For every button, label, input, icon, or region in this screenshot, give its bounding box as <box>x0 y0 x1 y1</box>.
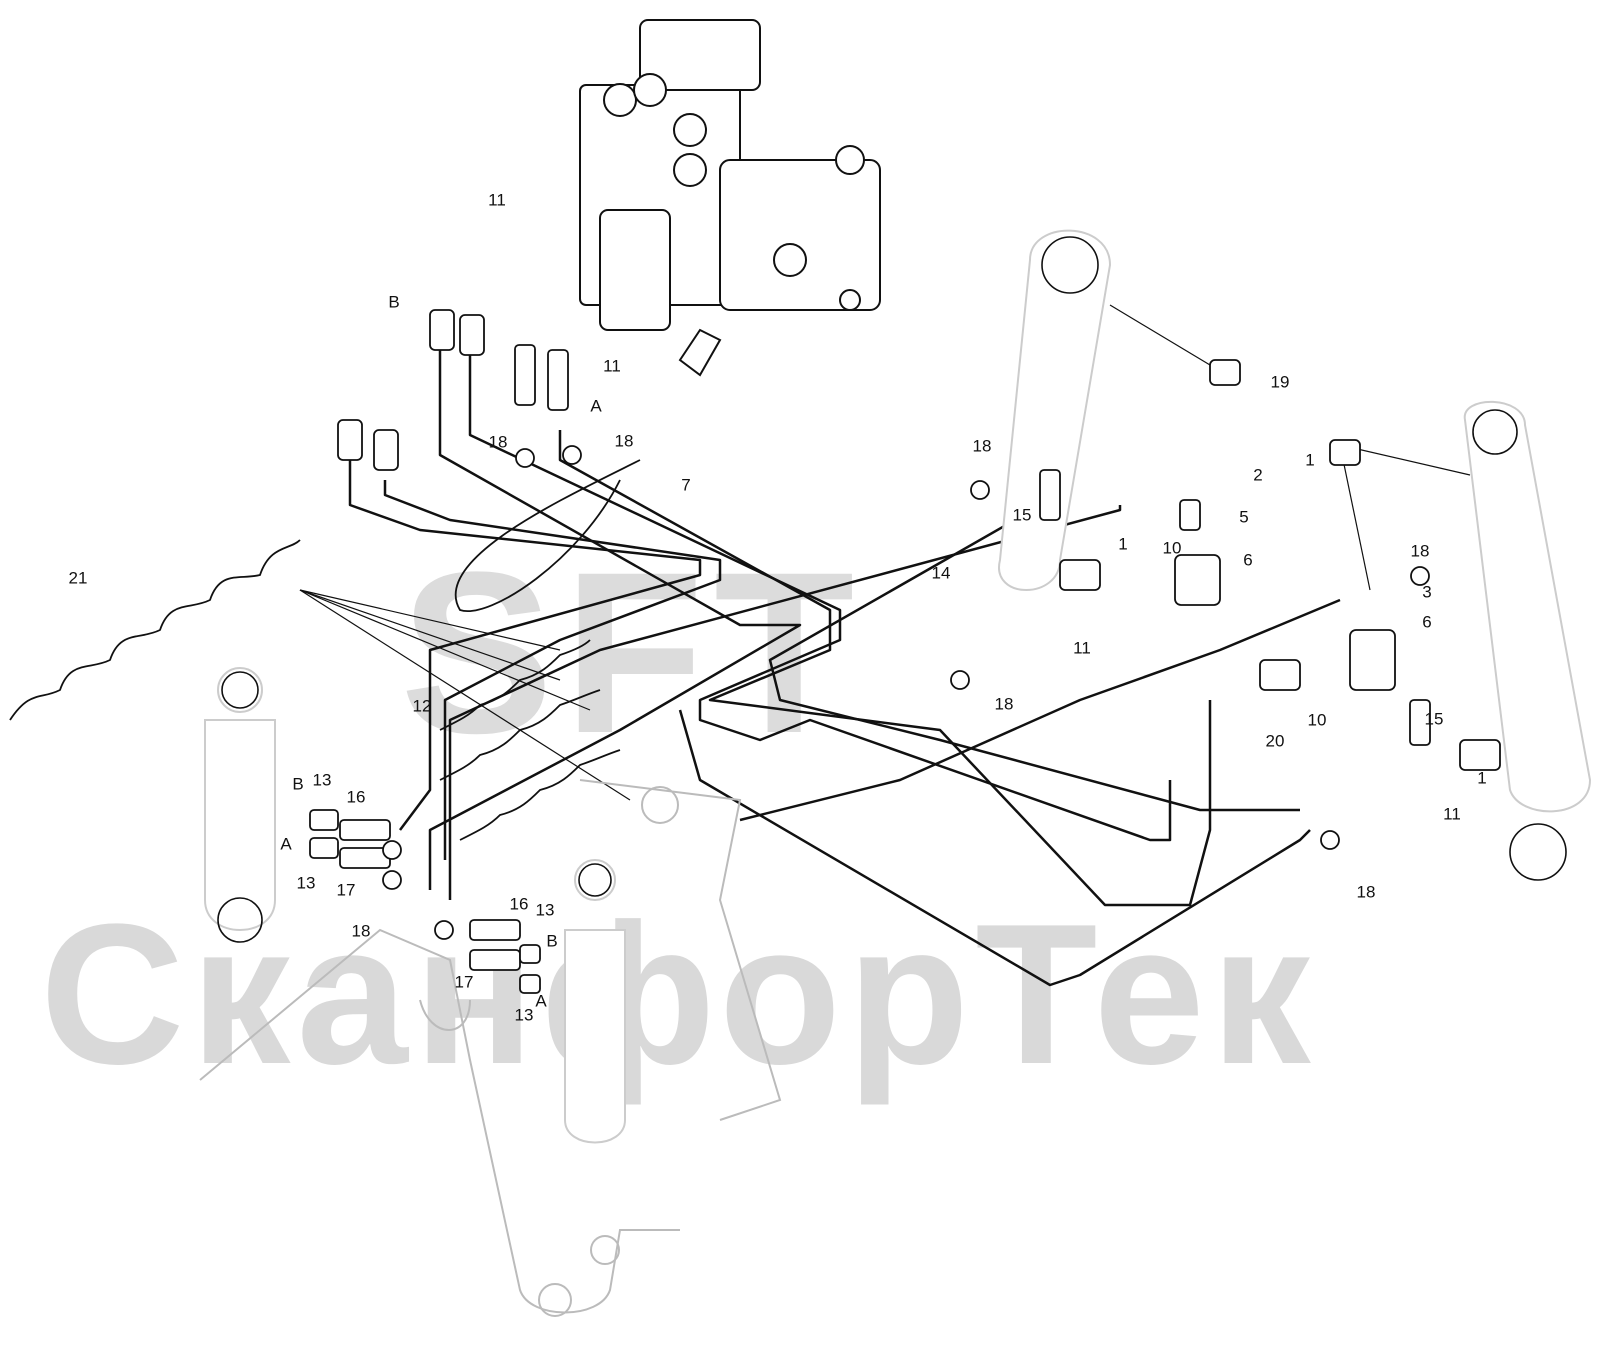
spiral-guard <box>9 539 621 841</box>
callout-16: 16 <box>346 787 366 807</box>
callout-19: 19 <box>1270 372 1290 392</box>
leader-line <box>299 589 561 681</box>
lift-cylinder-outline <box>217 236 1567 943</box>
callout-6: 6 <box>1243 550 1253 570</box>
leader-line <box>299 589 631 801</box>
callout-11: 11 <box>603 356 621 376</box>
callout-A: A <box>535 991 547 1011</box>
callout-10: 10 <box>1162 538 1182 558</box>
callout-5: 5 <box>1239 507 1249 527</box>
callout-18: 18 <box>614 431 634 451</box>
callout-3: 3 <box>1422 582 1432 602</box>
callout-12: 12 <box>412 696 432 716</box>
callout-2: 2 <box>1253 465 1263 485</box>
callout-18: 18 <box>972 436 992 456</box>
callout-B: B <box>292 774 304 794</box>
leader-line <box>1339 444 1471 476</box>
callout-1: 1 <box>1477 768 1487 788</box>
callout-21: 21 <box>68 568 88 588</box>
callout-13: 13 <box>312 770 332 790</box>
control-valve-block <box>579 19 881 377</box>
callout-15: 15 <box>1012 505 1032 525</box>
callout-11: 11 <box>1443 804 1461 824</box>
callout-16: 16 <box>509 894 529 914</box>
callout-A: A <box>280 834 292 854</box>
callout-20: 20 <box>1265 731 1285 751</box>
callout-13: 13 <box>535 900 555 920</box>
callout-B: B <box>546 931 558 951</box>
lift-cylinder <box>204 229 1592 1144</box>
callout-17: 17 <box>336 880 356 900</box>
hose-line <box>468 340 1172 842</box>
leader-line <box>299 589 591 711</box>
hose-line <box>348 460 702 831</box>
callout-A: A <box>590 396 602 416</box>
callout-14: 14 <box>931 563 951 583</box>
callout-13: 13 <box>296 873 316 893</box>
hose-fittings <box>309 309 1501 994</box>
leader-line <box>299 589 561 651</box>
callout-13: 13 <box>514 1005 534 1025</box>
callout-6: 6 <box>1422 612 1432 632</box>
callout-10: 10 <box>1307 710 1327 730</box>
linkage-frame <box>199 779 782 1317</box>
hose-line <box>558 430 1212 907</box>
pilot-line <box>454 459 641 612</box>
leader-line <box>1109 304 1211 366</box>
callout-7: 7 <box>681 475 691 495</box>
watermark-logo: SFT <box>400 524 865 781</box>
callout-11: 11 <box>1073 638 1091 658</box>
callout-18: 18 <box>1356 882 1376 902</box>
hose-line <box>678 709 1311 987</box>
hose-line <box>448 505 1122 900</box>
callout-1: 1 <box>1305 450 1315 470</box>
callout-18: 18 <box>351 921 371 941</box>
callout-B: B <box>388 292 400 312</box>
callout-15: 15 <box>1424 709 1444 729</box>
leader-line <box>1339 444 1371 591</box>
hose-line <box>383 480 722 860</box>
callout-18: 18 <box>488 432 508 452</box>
callout-1: 1 <box>1118 534 1128 554</box>
callout-18: 18 <box>994 694 1014 714</box>
callout-11: 11 <box>488 190 506 210</box>
hose-line <box>428 330 802 890</box>
callout-18: 18 <box>1410 541 1430 561</box>
hose-line <box>739 598 1341 822</box>
callout-17: 17 <box>454 972 474 992</box>
